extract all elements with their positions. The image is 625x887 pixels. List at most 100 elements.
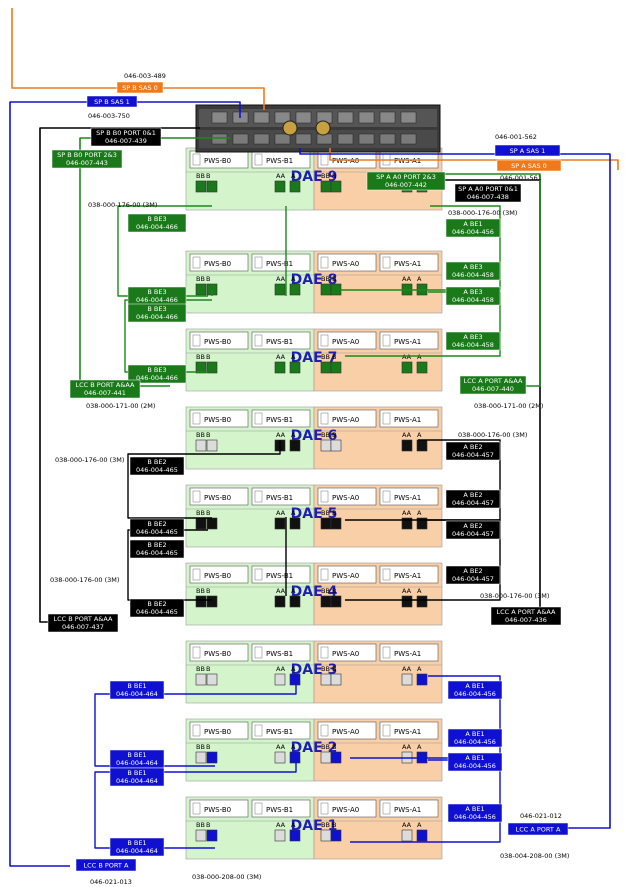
dae-ports — [195, 517, 428, 530]
sp-io-module — [379, 133, 396, 145]
sas-port — [195, 517, 207, 530]
power-supply-label: PWS-B1 — [266, 572, 293, 580]
power-switch — [192, 490, 201, 503]
power-switch — [382, 646, 391, 659]
dae-ports — [195, 673, 428, 686]
port-label: AA — [402, 821, 412, 829]
power-supply — [317, 799, 377, 818]
cable-a-be3 — [340, 205, 501, 291]
sas-port — [416, 439, 428, 452]
port-label: B — [206, 275, 210, 283]
cable-label-text: 046-007-437 — [62, 623, 104, 631]
cable-label-text: 046-004-457 — [452, 530, 494, 538]
power-supply — [189, 565, 249, 584]
port-label: B — [332, 587, 336, 595]
port-label: AA — [402, 743, 412, 751]
power-supply-label: PWS-A0 — [332, 338, 359, 346]
annotation-text: 046-003-750 — [88, 112, 130, 120]
annotation-text: 038-000-176-00 (3M) — [50, 576, 119, 584]
cable-label-box — [447, 752, 503, 772]
power-supply-label: PWS-A1 — [394, 260, 421, 268]
cable-label-text: 046-004-456 — [454, 813, 496, 821]
port-label: BB — [321, 431, 330, 439]
power-supply-label: PWS-A1 — [394, 338, 421, 346]
power-supply — [317, 643, 377, 662]
cable-label-sp-b-sas-1: SP B SAS 1 — [86, 95, 138, 108]
port-label: AA — [276, 743, 286, 751]
cable-label-text: A BE2 — [463, 491, 482, 499]
cable-label-text: SP B SAS 1 — [94, 98, 130, 106]
cable-label-text: 046-004-465 — [136, 528, 178, 536]
cable-label-box — [496, 159, 562, 172]
port-label: AA — [276, 665, 286, 673]
port-label: AA — [276, 275, 286, 283]
power-switch — [254, 568, 263, 581]
power-switch — [320, 412, 329, 425]
sas-port — [401, 361, 413, 374]
power-switch — [192, 153, 201, 166]
annotation-text: 038-000-176-00 (3M) — [88, 201, 157, 209]
cable-label-text: 046-004-458 — [452, 296, 494, 304]
cable-label-text: A BE3 — [463, 288, 482, 296]
cable-label-text: 046-004-457 — [452, 499, 494, 507]
port-label: B — [206, 172, 210, 180]
sas-port — [320, 751, 332, 764]
port-label: BB — [321, 743, 330, 751]
power-switch — [320, 646, 329, 659]
power-supply-label: PWS-A0 — [332, 572, 359, 580]
cable-label-text: LCC B PORT A&AA — [76, 381, 136, 389]
sas-port — [401, 673, 413, 686]
power-switch — [320, 256, 329, 269]
power-supply — [189, 799, 249, 818]
port-label: BB — [196, 172, 205, 180]
power-supply-label: PWS-A0 — [332, 494, 359, 502]
power-switch — [382, 256, 391, 269]
sas-port — [320, 673, 332, 686]
power-supply — [189, 409, 249, 428]
dae-ports — [195, 361, 428, 374]
cable-label-text: B BE2 — [147, 520, 166, 528]
port-label: A — [291, 172, 296, 180]
cable-label-text: B BE1 — [127, 839, 146, 847]
annotation-text: 038-000-171-00 (2M) — [86, 402, 155, 410]
cable-label-box — [445, 489, 501, 509]
cable-label-text: B BE2 — [147, 541, 166, 549]
port-label: AA — [402, 665, 412, 673]
sp-io-module — [358, 111, 375, 124]
port-label: A — [417, 665, 422, 673]
sas-port — [330, 751, 342, 764]
cable-label-box — [69, 379, 141, 399]
power-switch — [254, 724, 263, 737]
sas-port — [195, 673, 207, 686]
sp-io-module — [337, 111, 354, 124]
cable-label-text: 046-004-465 — [136, 608, 178, 616]
sp-io-module — [253, 111, 270, 124]
cable-label-box — [109, 837, 165, 857]
port-label: B — [206, 743, 210, 751]
cable-label-text: 046-004-458 — [452, 271, 494, 279]
cable-label-box — [454, 183, 522, 203]
port-label: B — [206, 431, 210, 439]
port-label: BB — [196, 587, 205, 595]
sas-port — [320, 283, 332, 296]
power-switch — [382, 568, 391, 581]
port-label: BB — [321, 275, 330, 283]
cable-label-text: B BE1 — [127, 751, 146, 759]
port-label: A — [291, 275, 296, 283]
cable-label-box — [366, 171, 446, 191]
power-switch — [382, 412, 391, 425]
cable-label-text: A BE2 — [463, 522, 482, 530]
cable-label-text: LCC B PORT A&AA — [54, 615, 114, 623]
port-label: B — [206, 353, 210, 361]
cable-label-box — [459, 375, 527, 395]
power-switch — [320, 334, 329, 347]
